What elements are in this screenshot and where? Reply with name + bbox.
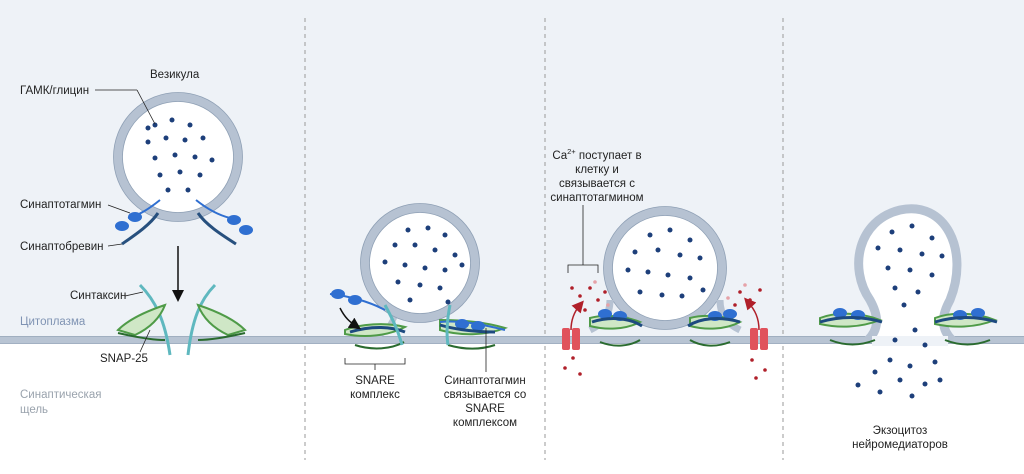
label-syt-bind-line2: связывается со bbox=[443, 389, 527, 401]
label-synaptic-cleft: Синаптическая щель bbox=[20, 388, 101, 418]
panel-3 bbox=[562, 205, 768, 380]
label-ca-line1: Ca2+ поступает в bbox=[542, 145, 652, 163]
panel-1 bbox=[0, 89, 1024, 356]
fused-vesicle bbox=[854, 204, 962, 344]
label-syt-bind-line3: SNARE bbox=[465, 403, 505, 415]
label-exocytosis-line2: нейромедиаторов bbox=[852, 439, 948, 451]
label-exocytosis: Экзоцитоз нейромедиаторов bbox=[840, 424, 960, 452]
calcium-ions bbox=[563, 286, 767, 380]
label-syt-bind-line4: комплексом bbox=[452, 417, 518, 429]
label-snare-complex-line1: SNARE bbox=[355, 375, 395, 387]
vesicle bbox=[113, 92, 243, 222]
neurotransmitter-dots bbox=[382, 225, 465, 305]
snare-complex bbox=[819, 308, 883, 346]
label-snare-complex-line2: комплекс bbox=[350, 389, 400, 401]
label-ca-line2: клетку и bbox=[575, 163, 619, 176]
synaptotagmin-bound bbox=[439, 304, 509, 350]
snare-complex bbox=[589, 309, 643, 347]
label-synaptic-cleft-line1: Синаптическая bbox=[20, 389, 102, 401]
label-ca-line1-rest: поступает в bbox=[575, 149, 642, 162]
snap-25 bbox=[116, 303, 167, 337]
label-synaptotagmin-binds-snare: Синаптотагмин связывается со SNARE компл… bbox=[430, 374, 540, 430]
synaptobrevin bbox=[121, 212, 160, 246]
label-cytoplasm: Цитоплазма bbox=[20, 316, 86, 328]
label-exocytosis-line1: Экзоцитоз bbox=[872, 425, 928, 437]
panel-2 bbox=[329, 203, 509, 372]
calcium-channel bbox=[562, 328, 580, 350]
label-synaptotagmin: Синаптотагмин bbox=[20, 199, 102, 211]
label-ca-line3: связывается с bbox=[559, 177, 635, 190]
label-synaptic-cleft-line2: щель bbox=[20, 404, 49, 416]
label-ca-line4: синаптотагмином bbox=[550, 191, 644, 204]
label-vesicle: Везикула bbox=[150, 69, 200, 81]
vesicle bbox=[603, 206, 727, 330]
panel-4 bbox=[819, 204, 998, 399]
neurotransmitter-dots bbox=[855, 223, 945, 399]
snare-complex bbox=[687, 309, 743, 347]
label-calcium-entry: Ca2+ поступает в клетку и связывается с … bbox=[542, 145, 652, 205]
snare-complex bbox=[934, 308, 998, 346]
label-snare-complex: SNARE комплекс bbox=[345, 374, 405, 402]
label-ca-base: Ca bbox=[552, 149, 568, 162]
label-gaba-glycine: ГАМК/глицин bbox=[20, 85, 90, 97]
calcium-channel bbox=[750, 328, 768, 350]
neurotransmitter-dots bbox=[145, 117, 215, 193]
label-synaptobrevin: Синаптобревин bbox=[20, 241, 104, 253]
label-ca-sup: 2+ bbox=[567, 147, 576, 156]
label-syntaxin: Синтаксин bbox=[70, 290, 127, 302]
vesicle bbox=[360, 203, 480, 323]
panel-dividers bbox=[304, 18, 784, 460]
neurotransmitter-dots bbox=[625, 227, 706, 299]
label-snap-25: SNAP-25 bbox=[100, 353, 148, 365]
label-syt-bind-line1: Синаптотагмин bbox=[444, 375, 526, 387]
calcium-ions-light bbox=[593, 280, 747, 307]
